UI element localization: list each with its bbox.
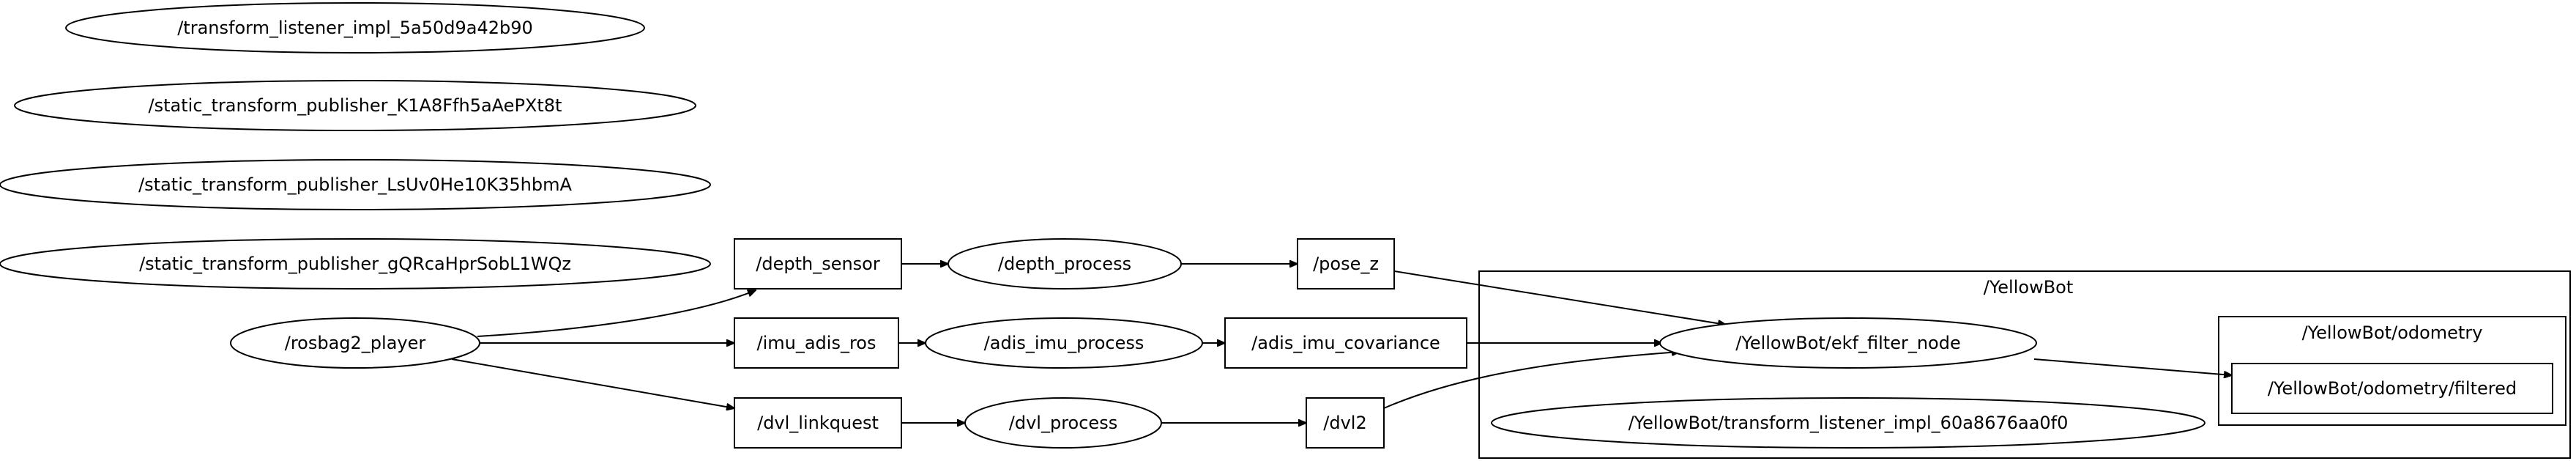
node-depth-process[interactable]: /depth_process	[948, 238, 1182, 289]
node-ekf-filter-node[interactable]: /YellowBot/ekf_filter_node	[1659, 317, 2037, 369]
node-adis-imu-covariance[interactable]: /adis_imu_covariance	[1224, 317, 1467, 369]
node-transform-listener-5a[interactable]: /transform_listener_impl_5a50d9a42b90	[65, 2, 645, 54]
node-rosbag2-player[interactable]: /rosbag2_player	[230, 317, 480, 369]
edge-rosbag2-player-to-depth-sensor	[477, 289, 756, 337]
node-label: /adis_imu_covariance	[1251, 333, 1440, 353]
node-label: /transform_listener_impl_5a50d9a42b90	[177, 18, 533, 38]
cluster-odometry-label: /YellowBot/odometry	[2302, 322, 2483, 343]
node-label: /dvl2	[1323, 413, 1366, 433]
cluster-yellowbot-label: /YellowBot	[1984, 277, 2074, 298]
node-odometry-filtered[interactable]: /YellowBot/odometry/filtered	[2231, 363, 2553, 414]
node-label: /pose_z	[1313, 254, 1379, 274]
node-static-tp-gq[interactable]: /static_transform_publisher_gQRcaHprSobL…	[0, 238, 711, 289]
cluster-yellowbot: /YellowBot	[1478, 270, 2571, 459]
node-static-tp-k1[interactable]: /static_transform_publisher_K1A8Ffh5aAeP…	[14, 80, 696, 131]
cluster-odometry: /YellowBot/odometry	[2218, 316, 2566, 426]
node-dvl2[interactable]: /dvl2	[1306, 397, 1385, 449]
node-label: /YellowBot/odometry/filtered	[2268, 378, 2517, 399]
node-pose-z[interactable]: /pose_z	[1297, 238, 1395, 289]
node-depth-sensor[interactable]: /depth_sensor	[734, 238, 902, 289]
node-label: /dvl_process	[1009, 413, 1117, 433]
node-dvl-process[interactable]: /dvl_process	[964, 397, 1162, 449]
node-label: /imu_adis_ros	[757, 333, 876, 353]
edges	[451, 264, 2232, 423]
edge-pose-z-to-ekf-filter-node	[1393, 270, 1726, 325]
node-imu-adis-ros[interactable]: /imu_adis_ros	[734, 317, 899, 369]
edge-rosbag2-player-to-dvl-linkquest	[451, 358, 734, 408]
node-dvl-linkquest[interactable]: /dvl_linkquest	[734, 397, 902, 449]
node-label: /static_transform_publisher_gQRcaHprSobL…	[139, 254, 571, 274]
node-transform-listener-60[interactable]: /YellowBot/transform_listener_impl_60a86…	[1491, 397, 2205, 449]
node-label: /rosbag2_player	[285, 333, 426, 353]
node-label: /dvl_linkquest	[757, 413, 879, 433]
node-label: /YellowBot/ekf_filter_node	[1735, 333, 1960, 353]
node-label: /depth_sensor	[756, 254, 880, 274]
node-label: /depth_process	[998, 254, 1131, 274]
node-static-tp-ls[interactable]: /static_transform_publisher_LsUv0He10K35…	[0, 159, 711, 210]
node-label: /static_transform_publisher_LsUv0He10K35…	[138, 174, 572, 195]
node-label: /adis_imu_process	[984, 333, 1144, 353]
node-label: /static_transform_publisher_K1A8Ffh5aAeP…	[149, 95, 562, 116]
node-label: /YellowBot/transform_listener_impl_60a86…	[1628, 413, 2069, 433]
edge-ekf-filter-node-to-odometry-filtered	[2033, 358, 2232, 375]
edge-dvl2-to-ekf-filter-node	[1383, 352, 1680, 409]
node-adis-imu-process[interactable]: /adis_imu_process	[925, 317, 1203, 369]
